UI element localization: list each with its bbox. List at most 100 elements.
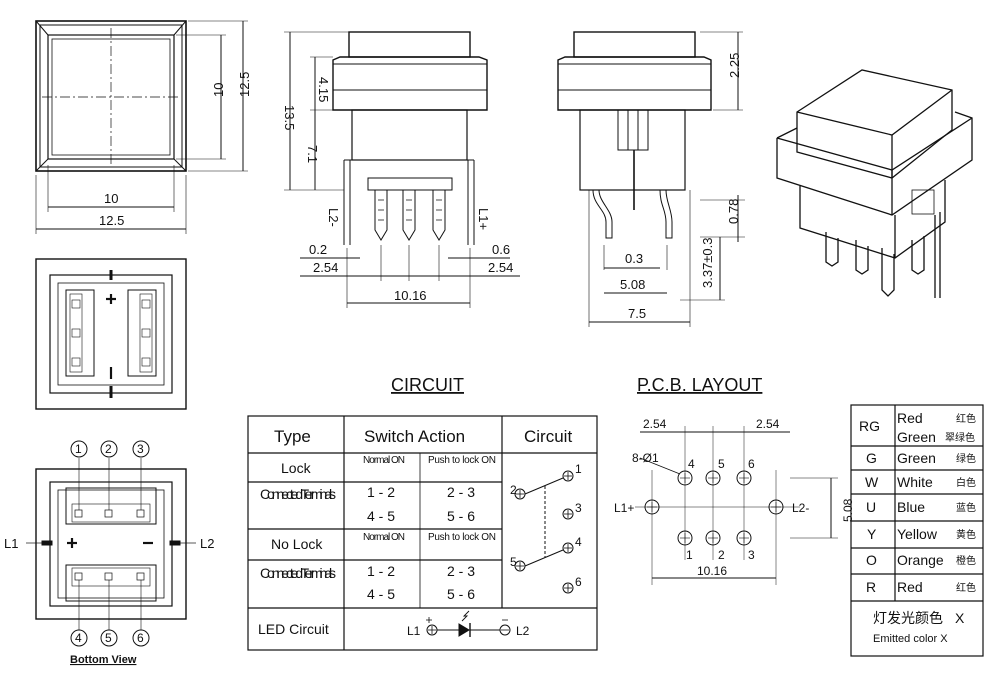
bottom-pin-label: 5 bbox=[105, 631, 112, 645]
pcb-pin-label: 6 bbox=[748, 457, 755, 471]
pcb-dim-2-54-left: 2.54 bbox=[643, 417, 667, 431]
dim-side-10-16: 10.16 bbox=[394, 288, 427, 303]
pcb-pin-label: 4 bbox=[688, 457, 695, 471]
bottom-pin-label: 3 bbox=[137, 442, 144, 456]
dim-side-0-6: 0.6 bbox=[492, 242, 510, 257]
color-code: G bbox=[866, 450, 877, 466]
bottom-label-l2: L2 bbox=[200, 536, 214, 551]
term-5-6: 5 - 6 bbox=[447, 586, 475, 602]
bottom-view bbox=[26, 440, 196, 647]
dim-top-inner-height: 10 bbox=[211, 83, 226, 97]
color-name-cn: 橙色 bbox=[956, 554, 976, 567]
connected-terminals: Connected Terminals bbox=[260, 565, 336, 581]
side-view bbox=[284, 31, 520, 308]
dim-top-outer-height: 12.5 bbox=[237, 72, 252, 97]
color-name: Red bbox=[897, 410, 923, 426]
dim-side-2-54-right: 2.54 bbox=[488, 260, 513, 275]
bottom-pin-label: 6 bbox=[137, 631, 144, 645]
header-switch-action: Switch Action bbox=[364, 427, 465, 446]
term-4-5: 4 - 5 bbox=[367, 508, 395, 524]
label-l1-plus: L1+ bbox=[476, 208, 491, 230]
color-code: U bbox=[866, 499, 876, 515]
led-l2-label: L2 bbox=[516, 624, 530, 638]
switch-schematic bbox=[514, 470, 574, 594]
color-code: Y bbox=[867, 526, 877, 542]
dim-end-5-08: 5.08 bbox=[620, 277, 645, 292]
pcb-pin-label: 5 bbox=[718, 457, 725, 471]
led-l1-label: L1 bbox=[407, 624, 421, 638]
type-no-lock: No Lock bbox=[271, 536, 323, 552]
schematic-terminal: 3 bbox=[575, 501, 582, 515]
color-name: Blue bbox=[897, 499, 925, 515]
bottom-pin-label: 1 bbox=[75, 442, 82, 456]
term-5-6: 5 - 6 bbox=[447, 508, 475, 524]
schematic-terminal: 2 bbox=[510, 483, 517, 497]
header-circuit: Circuit bbox=[524, 427, 572, 446]
schematic-terminal: 4 bbox=[575, 535, 582, 549]
color-name-cn: 翠绿色 bbox=[945, 431, 975, 444]
color-name: Orange bbox=[897, 552, 944, 568]
color-code: O bbox=[866, 552, 877, 568]
dim-top-outer-width: 12.5 bbox=[99, 213, 124, 228]
color-name-cn: 绿色 bbox=[956, 452, 976, 465]
term-1-2: 1 - 2 bbox=[367, 563, 395, 579]
dim-side-4-15: 4.15 bbox=[316, 77, 331, 102]
circuit-title: CIRCUIT bbox=[391, 375, 464, 395]
dim-end-7-5: 7.5 bbox=[628, 306, 646, 321]
pcb-layout-drawing bbox=[635, 426, 838, 585]
pcb-l1-label: L1+ bbox=[614, 501, 634, 515]
bottom-view-caption: Bottom View bbox=[70, 654, 137, 666]
color-name: White bbox=[897, 474, 933, 490]
circuit-table-grid bbox=[247, 415, 598, 651]
led-circuit-label: LED Circuit bbox=[258, 621, 329, 637]
term-4-5: 4 - 5 bbox=[367, 586, 395, 602]
schematic-terminal: 5 bbox=[510, 555, 517, 569]
pcb-l2-label: L2- bbox=[792, 501, 809, 515]
bottom-pin-label: 4 bbox=[75, 631, 82, 645]
pcb-pin-label: 1 bbox=[686, 548, 693, 562]
schematic-terminal: 6 bbox=[575, 575, 582, 589]
pcb-dim-5-08: 5.08 bbox=[841, 498, 855, 522]
bottom-pin-label: 2 bbox=[105, 442, 112, 456]
footer-en: Emitted color X bbox=[873, 633, 948, 645]
color-name: Yellow bbox=[897, 526, 938, 542]
term-2-3: 2 - 3 bbox=[447, 563, 475, 579]
pcb-dim-10-16: 10.16 bbox=[697, 564, 727, 578]
end-view bbox=[557, 31, 745, 327]
term-2-3: 2 - 3 bbox=[447, 484, 475, 500]
pcb-pin-label: 2 bbox=[718, 548, 725, 562]
header-type: Type bbox=[274, 427, 311, 446]
color-name-cn: 红色 bbox=[956, 412, 976, 425]
pcb-title: P.C.B. LAYOUT bbox=[637, 375, 762, 395]
push-to-lock-on: Push to lock ON bbox=[428, 532, 496, 543]
type-lock: Lock bbox=[281, 460, 312, 476]
dim-side-2-54-left: 2.54 bbox=[313, 260, 338, 275]
normal-on: Normal ON bbox=[363, 455, 405, 466]
color-code: W bbox=[865, 474, 879, 490]
push-to-lock-on: Push to lock ON bbox=[428, 455, 496, 466]
pcb-pin-label: 3 bbox=[748, 548, 755, 562]
color-name-cn: 红色 bbox=[956, 581, 976, 594]
connected-terminals: Connected Terminals bbox=[260, 486, 336, 502]
color-code: RG bbox=[859, 418, 880, 434]
color-name: Green bbox=[897, 429, 936, 445]
pcb-side-view bbox=[35, 258, 187, 410]
color-name-cn: 黄色 bbox=[956, 528, 976, 541]
dim-top-inner-width: 10 bbox=[104, 191, 118, 206]
color-name: Red bbox=[897, 579, 923, 595]
color-name-cn: 蓝色 bbox=[956, 501, 976, 514]
color-table-grid bbox=[850, 404, 984, 657]
dim-end-0-3: 0.3 bbox=[625, 251, 643, 266]
dim-side-13-5: 13.5 bbox=[282, 105, 297, 130]
color-code: R bbox=[866, 579, 876, 595]
dim-side-0-2: 0.2 bbox=[309, 242, 327, 257]
schematic-terminal: 1 bbox=[575, 462, 582, 476]
pcb-dim-2-54-right: 2.54 bbox=[756, 417, 780, 431]
normal-on: Normal ON bbox=[363, 532, 405, 543]
top-view bbox=[35, 20, 248, 234]
isometric-view bbox=[776, 69, 973, 298]
label-l2-minus: L2- bbox=[326, 208, 341, 227]
dim-side-7-1: 7.1 bbox=[305, 145, 320, 163]
dim-end-0-78: 0.78 bbox=[726, 199, 741, 224]
